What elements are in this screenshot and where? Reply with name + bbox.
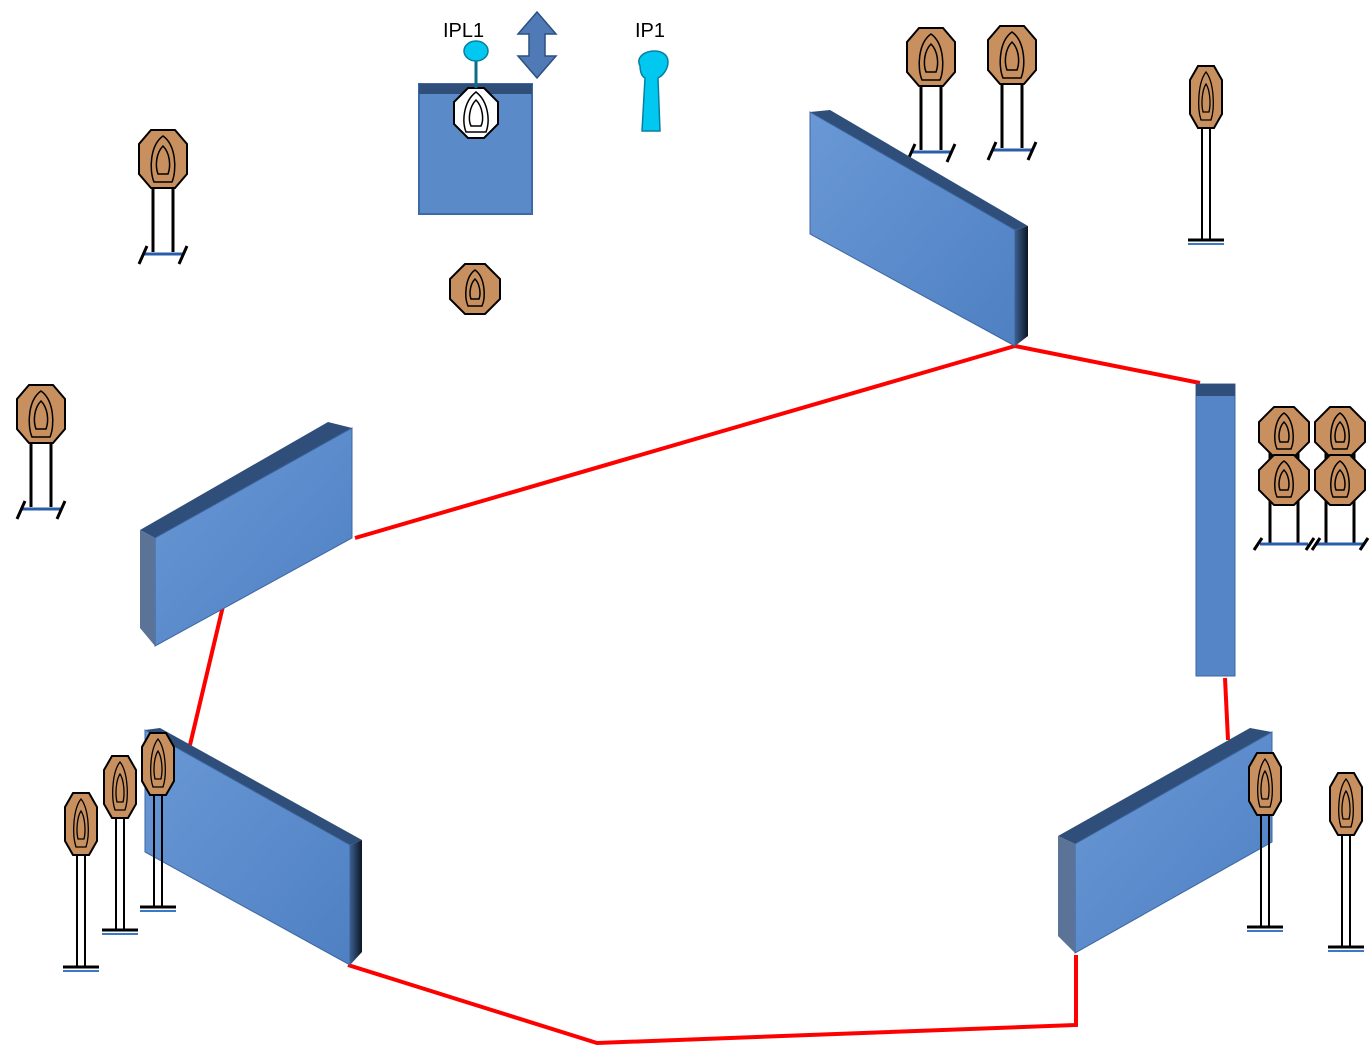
paper-target-top-left — [137, 128, 189, 266]
wall-left — [140, 422, 353, 647]
ipl1-label: IPL1 — [443, 20, 484, 42]
wall-bottom-right — [1058, 728, 1273, 954]
ipl1-activator-icon — [463, 40, 489, 88]
paper-target-left — [15, 383, 67, 521]
thin-target-left-1 — [61, 791, 101, 973]
wall-top-right — [809, 110, 1028, 347]
fault-line — [354, 343, 1201, 540]
wall-bottom-left — [144, 728, 362, 966]
paper-target-top-2 — [986, 24, 1038, 162]
wall-right-vertical — [1195, 383, 1236, 677]
paper-target-top-1 — [905, 26, 957, 164]
paper-target-cluster — [1252, 406, 1370, 551]
fault-line-bottom — [347, 955, 1078, 1046]
fault-line-left — [188, 605, 225, 746]
fault-line-right — [1223, 677, 1230, 741]
ip1-label: IP1 — [635, 20, 665, 42]
ip1-start-position-icon — [638, 50, 669, 132]
steel-plate — [449, 263, 501, 315]
up-down-arrow-icon — [516, 10, 558, 80]
thin-target-left-2 — [100, 754, 140, 936]
thin-target-top-right — [1186, 64, 1226, 246]
thin-target-right-2 — [1326, 771, 1366, 953]
